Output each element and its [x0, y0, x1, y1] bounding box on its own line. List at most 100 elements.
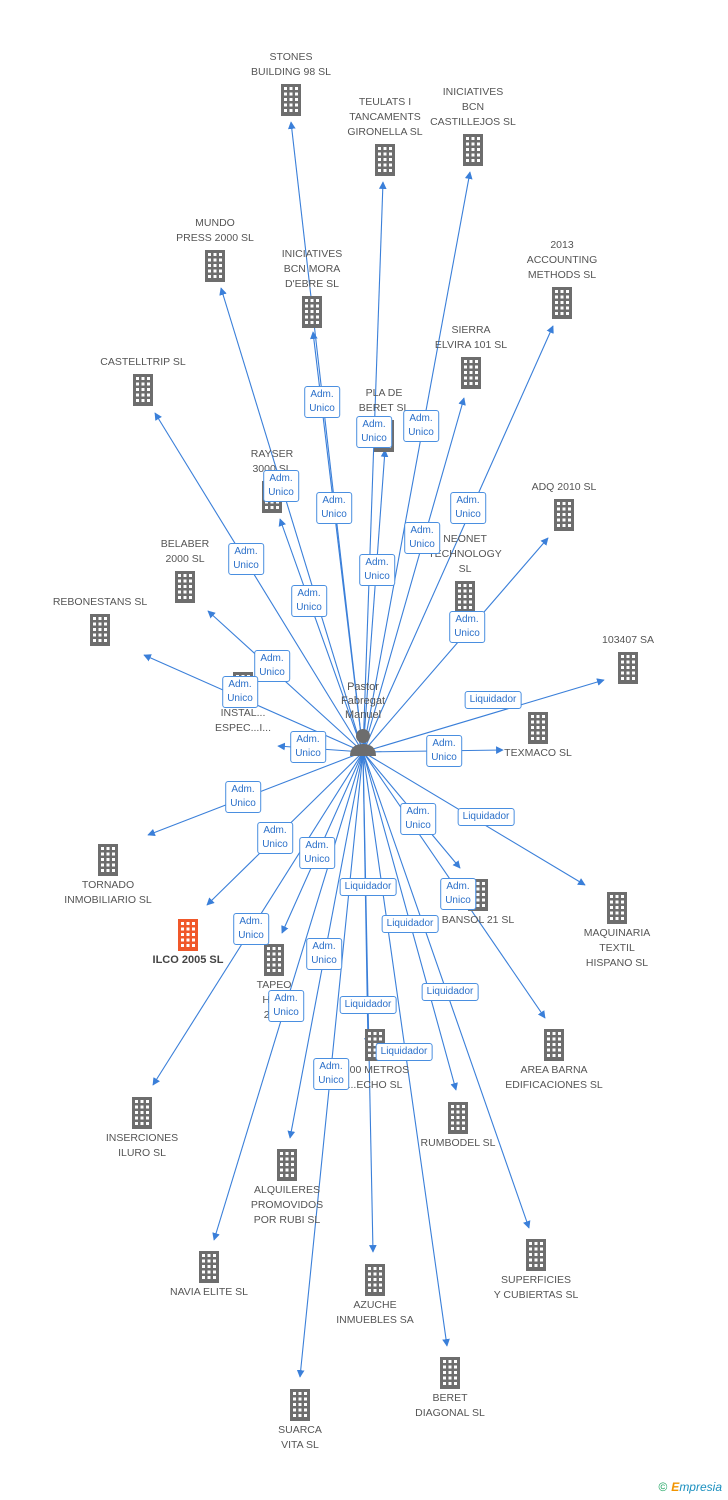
company-name-line: PROMOVIDOS: [250, 1199, 324, 1211]
relation-label-line: Unico: [364, 571, 390, 582]
company-name-line: BCN: [461, 101, 485, 113]
company-node-navia[interactable]: NAVIA ELITE SL: [154, 1247, 264, 1300]
relation-badge-area[interactable]: Adm.Unico: [440, 878, 476, 910]
relation-badge-rebonestans[interactable]: Adm.Unico: [222, 676, 258, 708]
company-name-line: SUARCA: [278, 1424, 322, 1436]
company-name-line: 103407 SA: [602, 634, 654, 646]
relation-badge-bansol[interactable]: Adm.Unico: [400, 803, 436, 835]
company-name-line: INSTAL...: [220, 707, 266, 719]
relation-badge-iniciatives-cast[interactable]: Adm.Unico: [403, 410, 439, 442]
relation-label-line: Adm.: [410, 525, 434, 536]
relation-label-line: Adm.: [263, 825, 287, 836]
relation-label-line: Unico: [318, 1075, 344, 1086]
company-node-metros[interactable]: ...00 METROS...ECHO SL: [320, 1025, 430, 1093]
company-name-line: BANSOL 21 SL: [441, 914, 515, 926]
center-person[interactable]: Pastor Fabregat Manuel: [318, 680, 408, 756]
relation-badge-stones[interactable]: Adm.Unico: [304, 386, 340, 418]
relation-badge-ilco[interactable]: Adm.Unico: [257, 822, 293, 854]
edge-castelltrip: [154, 412, 364, 753]
relation-badge-instal[interactable]: Adm.Unico: [290, 731, 326, 763]
relation-badge-accounting[interactable]: Adm.Unico: [450, 492, 486, 524]
company-name-line: HISPANO SL: [585, 957, 649, 969]
relation-badge-beret[interactable]: Liquidador: [375, 1043, 433, 1061]
relation-label-line: Adm.: [310, 389, 334, 400]
company-node-s103407[interactable]: 103407 SA: [573, 633, 683, 686]
relation-badge-texmaco[interactable]: Adm.Unico: [426, 735, 462, 767]
relation-badge-tapeo[interactable]: Adm.Unico: [299, 837, 335, 869]
company-name-line: TEULATS I: [358, 96, 412, 108]
company-name-line: TEXTIL: [599, 942, 635, 954]
relation-badge-maquinaria[interactable]: Liquidador: [457, 808, 515, 826]
relation-badge-suarca[interactable]: Adm. Unico: [313, 1058, 349, 1090]
relation-badge-metros[interactable]: Liquidador: [339, 878, 397, 896]
company-node-ilco[interactable]: ILCO 2005 SL: [133, 915, 243, 968]
relation-label-line: Liquidador: [469, 694, 517, 705]
relation-badge-mundo[interactable]: Adm.Unico: [263, 470, 299, 502]
company-node-rumbodel[interactable]: RUMBODEL SL: [403, 1098, 513, 1151]
relation-badge-iniciatives-mora[interactable]: Adm.Unico: [316, 492, 352, 524]
building-icon: [375, 144, 395, 176]
relation-badge-teulats[interactable]: Adm.Unico: [356, 416, 392, 448]
company-name-line: BCN MORA: [283, 263, 341, 275]
relation-badge-s103407[interactable]: Liquidador: [464, 691, 522, 709]
company-node-rebonestans[interactable]: REBONESTANS SL: [45, 595, 155, 648]
relation-badge-sierra[interactable]: Adm.Unico: [404, 522, 440, 554]
relation-badge-rumbodel[interactable]: Liquidador: [381, 915, 439, 933]
relation-label-line: Unico: [311, 955, 337, 966]
relation-badge-superficies[interactable]: Liquidador: [421, 983, 479, 1001]
relation-label-line: Adm.: [319, 1061, 343, 1072]
company-name-line: TANCAMENTS: [349, 111, 421, 123]
relation-label-line: Unico: [445, 895, 471, 906]
relation-label-line: Unico: [295, 748, 321, 759]
relation-label-line: Unico: [361, 433, 387, 444]
relation-label-line: Liquidador: [386, 918, 434, 929]
relation-label-line: Adm.: [365, 557, 389, 568]
company-node-texmaco[interactable]: TEXMACO SL: [483, 708, 593, 761]
company-name-line: SIERRA: [451, 324, 491, 336]
relation-badge-adq[interactable]: Adm.Unico: [449, 611, 485, 643]
relation-badge-castelltrip[interactable]: Adm.Unico: [228, 543, 264, 575]
relation-label-line: Unico: [455, 509, 481, 520]
relation-badge-inserciones[interactable]: Adm.Unico: [233, 913, 269, 945]
company-name-line: METHODS SL: [527, 269, 597, 281]
company-name-line: 2000 SL: [165, 553, 205, 565]
relation-label-line: Unico: [273, 1007, 299, 1018]
building-icon: [440, 1357, 460, 1389]
relation-badge-belaber[interactable]: Adm.Unico: [254, 650, 290, 682]
relation-badge-navia[interactable]: Adm.Unico: [268, 990, 304, 1022]
relation-label-line: Adm.: [239, 916, 263, 927]
relation-label-line: Adm.: [234, 546, 258, 557]
company-node-adq[interactable]: ADQ 2010 SL: [509, 480, 619, 533]
company-name-line: INMUEBLES SA: [336, 1314, 414, 1326]
relation-badge-pla[interactable]: Adm. Unico: [359, 554, 395, 586]
company-name-line: INICIATIVES: [442, 86, 504, 98]
company-name-line: INSERCIONES: [105, 1132, 179, 1144]
brand-footer[interactable]: ©Empresia: [658, 1480, 722, 1494]
relation-badge-tornado[interactable]: Adm.Unico: [225, 781, 261, 813]
relation-badge-azuche[interactable]: Liquidador: [339, 996, 397, 1014]
relation-badge-rayser[interactable]: Adm.Unico: [291, 585, 327, 617]
company-node-castelltrip[interactable]: CASTELLTRIP SL: [88, 355, 198, 408]
relation-label-line: Liquidador: [344, 881, 392, 892]
relation-label-line: Adm.: [432, 738, 456, 749]
company-name-line: SUPERFICIES: [500, 1274, 571, 1286]
relation-badge-alquileres[interactable]: Adm.Unico: [306, 938, 342, 970]
